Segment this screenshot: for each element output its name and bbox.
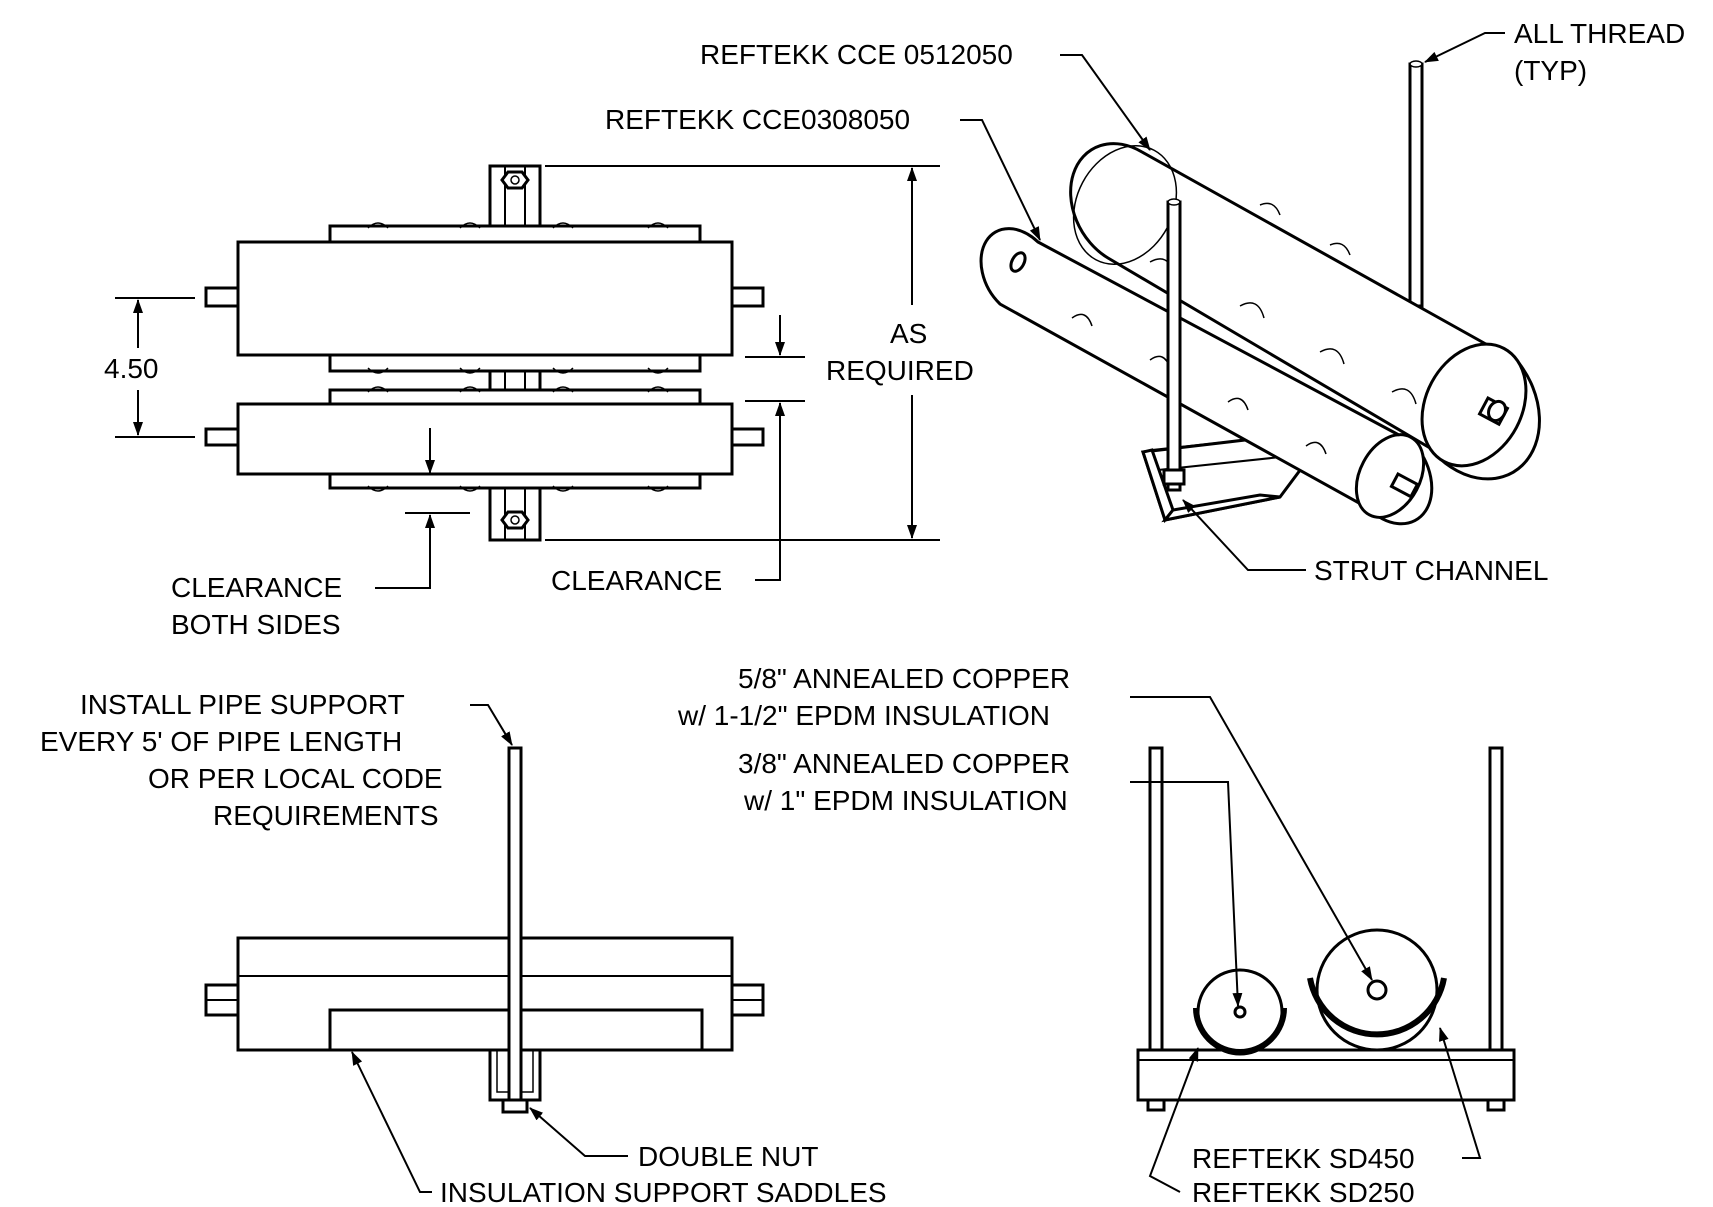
dim-spacing: 4.50: [104, 353, 159, 384]
end-view: 5/8" ANNEALED COPPER w/ 1-1/2" EPDM INSU…: [677, 663, 1516, 1207]
label-double-nut: DOUBLE NUT: [638, 1141, 818, 1172]
plan-view: 4.50 AS REQUIRED CLEARANCE CLEARANCE BOT…: [104, 164, 974, 640]
iso-view: REFTEKK CCE 0512050 REFTEKK CCE0308050 A…: [605, 18, 1685, 586]
dim-height-line2: REQUIRED: [826, 355, 974, 386]
clearance-right: CLEARANCE: [551, 565, 722, 596]
label-large-pipe: REFTEKK CCE 0512050: [700, 39, 1013, 70]
dim-height-line1: AS: [890, 318, 927, 349]
plan-nut-top: [500, 170, 530, 190]
label-saddles: INSULATION SUPPORT SADDLES: [440, 1177, 887, 1207]
plan-small-pipe-tail-right: [729, 427, 765, 447]
plan-nut-bottom: [500, 510, 530, 530]
end-strut-channel: [1136, 1048, 1516, 1102]
end-saddle-small: [1193, 1007, 1287, 1055]
small-line1: 3/8" ANNEALED COPPER: [738, 748, 1070, 779]
large-line1: 5/8" ANNEALED COPPER: [738, 663, 1070, 694]
saddle-large-label: REFTEKK SD450: [1192, 1143, 1415, 1174]
label-all-thread-line2: (TYP): [1514, 55, 1587, 86]
small-line2: w/ 1" EPDM INSULATION: [743, 785, 1068, 816]
iso-small-pipe: [979, 227, 1434, 526]
clearance-left-line1: CLEARANCE: [171, 572, 342, 603]
clearance-left-line2: BOTH SIDES: [171, 609, 341, 640]
end-large-pipe: [1366, 979, 1388, 1001]
iso-all-thread-front: [1162, 198, 1186, 492]
plan-saddle-top-lower: [328, 388, 702, 406]
side-all-thread: [507, 746, 523, 1110]
saddle-small-label: REFTEKK SD250: [1192, 1177, 1415, 1207]
end-rod-right: [1488, 746, 1504, 1052]
iso-large-pipe: [1069, 142, 1541, 481]
side-note-line2: EVERY 5' OF PIPE LENGTH: [40, 726, 402, 757]
plan-saddle-top-upper: [328, 224, 702, 244]
plan-small-pipe: [236, 402, 734, 476]
end-rod-left: [1148, 746, 1164, 1052]
side-note-line3: OR PER LOCAL CODE: [148, 763, 443, 794]
large-line2: w/ 1-1/2" EPDM INSULATION: [677, 700, 1050, 731]
label-all-thread-line1: ALL THREAD: [1514, 18, 1685, 49]
end-small-pipe: [1233, 1005, 1247, 1019]
plan-large-pipe: [236, 240, 734, 357]
plan-large-pipe-tail-right: [729, 286, 765, 308]
label-strut-channel: STRUT CHANNEL: [1314, 555, 1548, 586]
plan-saddle-bottom-lower: [328, 472, 702, 490]
label-small-pipe: REFTEKK CCE0308050: [605, 104, 910, 135]
side-note-line4: REQUIREMENTS: [213, 800, 439, 831]
plan-small-pipe-tail-left: [204, 427, 240, 447]
plan-saddle-bottom-upper: [328, 353, 702, 373]
end-saddle-large: [1307, 977, 1447, 1038]
iso-all-thread-rear: [1408, 60, 1424, 308]
side-note-line1: INSTALL PIPE SUPPORT: [80, 689, 405, 720]
plan-large-pipe-tail-left: [204, 286, 240, 308]
side-view: INSTALL PIPE SUPPORT EVERY 5' OF PIPE LE…: [40, 689, 887, 1207]
side-double-nut: [501, 1098, 529, 1114]
